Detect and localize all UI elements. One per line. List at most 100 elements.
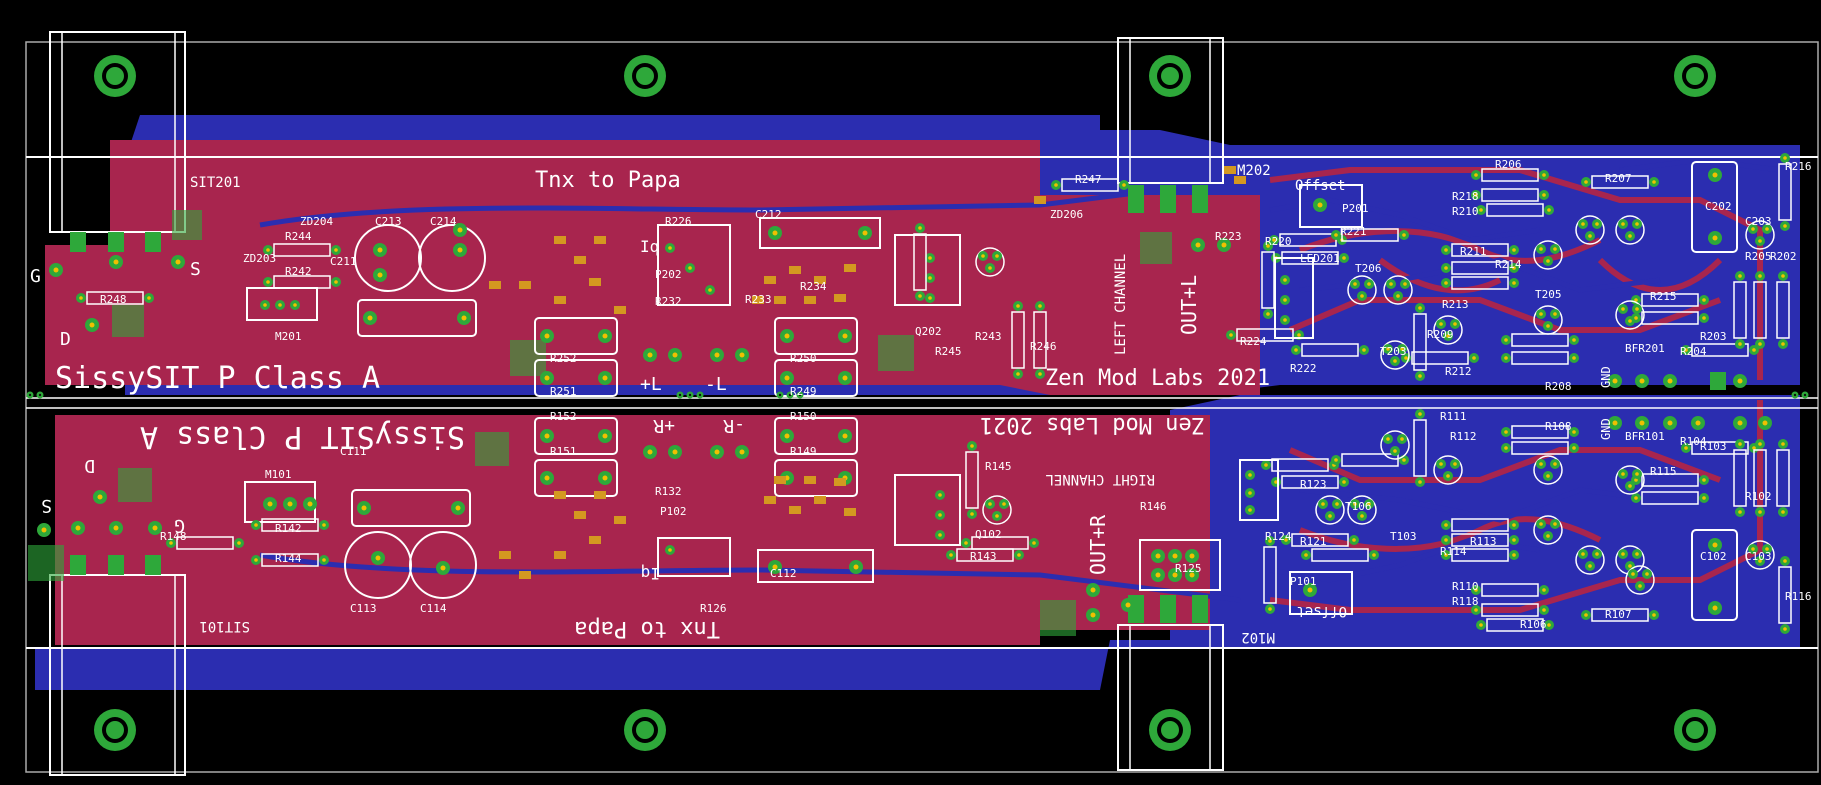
- ref-r248: R248: [100, 293, 127, 306]
- ref-r145: R145: [985, 460, 1012, 473]
- ref-r104: R104: [1680, 435, 1707, 448]
- d-bottom-label: D: [84, 455, 95, 476]
- mosfet-label-bottom: M102: [1241, 629, 1275, 645]
- plus-r-label: +R: [653, 415, 675, 436]
- ref-r218: R218: [1452, 190, 1479, 203]
- ref-t206: T206: [1355, 262, 1382, 275]
- ref-r126: R126: [700, 602, 727, 615]
- ref-r144: R144: [275, 552, 302, 565]
- out-right-label: OUT+R: [1086, 514, 1110, 575]
- ref-r222: R222: [1290, 362, 1317, 375]
- ref-r205: R205: [1745, 250, 1772, 263]
- s-top-label: S: [190, 259, 201, 280]
- ref-c203: C203: [1745, 215, 1772, 228]
- ref-q202: Q202: [915, 325, 942, 338]
- ref-r252: R252: [550, 352, 577, 365]
- ref-r202: R202: [1770, 250, 1797, 263]
- ref-m101: M101: [265, 468, 292, 481]
- ref-r121: R121: [1300, 535, 1327, 548]
- ref-p202: P202: [655, 268, 682, 281]
- thanks-top: Tnx to Papa: [535, 168, 681, 193]
- ref-c103: C103: [1745, 550, 1772, 563]
- top-pads: [49, 185, 1747, 390]
- ref-c113: C113: [350, 602, 377, 615]
- ref-p201: P201: [1342, 202, 1369, 215]
- brand-top: Zen Mod Labs 2021: [1045, 366, 1270, 391]
- ref-c214: C214: [430, 215, 457, 228]
- minus-r-label: -R: [723, 415, 745, 436]
- ref-r114: R114: [1440, 545, 1467, 558]
- ref-r149: R149: [790, 445, 817, 458]
- out-left-label: OUT+L: [1177, 275, 1201, 335]
- ref-r208: R208: [1545, 380, 1572, 393]
- ref-r103: R103: [1700, 440, 1727, 453]
- ref-r125: R125: [1175, 562, 1202, 575]
- ref-r132: R132: [655, 485, 682, 498]
- ref-r151: R151: [550, 445, 577, 458]
- ref-p102: P102: [660, 505, 687, 518]
- title-top: SissySIT P Class A: [55, 361, 380, 396]
- gnd-bottom-label: GND: [1599, 418, 1613, 440]
- ref-r214: R214: [1495, 258, 1522, 271]
- s-bottom-label: S: [41, 495, 52, 516]
- ref-zd204: ZD204: [300, 215, 333, 228]
- bottom-pads: [28, 416, 1772, 636]
- ref-r143: R143: [970, 550, 997, 563]
- ref-r107: R107: [1605, 608, 1632, 621]
- ref-r244: R244: [285, 230, 312, 243]
- ref-bfr101: BFR101: [1625, 430, 1665, 443]
- ref-r123: R123: [1300, 478, 1327, 491]
- ref-r251: R251: [550, 385, 577, 398]
- gnd-top-label: GND: [1599, 366, 1613, 388]
- ref-r234: R234: [800, 280, 827, 293]
- ref-r204: R204: [1680, 345, 1707, 358]
- ref-r223: R223: [1215, 230, 1242, 243]
- bottom-components: [166, 409, 1791, 634]
- ref-r110: R110: [1452, 580, 1479, 593]
- iq-bottom-label: Iq: [641, 564, 660, 583]
- iq-top-label: Iq: [640, 237, 659, 256]
- offset-label-top: Offset: [1295, 178, 1346, 194]
- plus-l-label: +L: [640, 374, 662, 395]
- ref-r211: R211: [1460, 245, 1487, 258]
- ref-r118: R118: [1452, 595, 1479, 608]
- ref-r124: R124: [1265, 530, 1292, 543]
- offset-label-bottom: Offset: [1296, 603, 1347, 619]
- g-top-label: G: [30, 266, 41, 287]
- ref-r207: R207: [1605, 172, 1632, 185]
- title-bottom: SissySIT P Class A: [140, 419, 465, 454]
- ref-r112: R112: [1450, 430, 1477, 443]
- ref-r210: R210: [1452, 205, 1479, 218]
- ref-r115: R115: [1650, 465, 1677, 478]
- ref-r152: R152: [550, 410, 577, 423]
- ref-c112: C112: [770, 567, 797, 580]
- ref-t205: T205: [1535, 288, 1562, 301]
- ref-q102: Q102: [975, 528, 1002, 541]
- ref-r216: R216: [1785, 160, 1812, 173]
- ref-r146: R146: [1140, 500, 1167, 513]
- mosfet-label-top: M202: [1237, 163, 1271, 179]
- ref-r220: R220: [1265, 235, 1292, 248]
- thanks-bottom: Tnx to Papa: [574, 616, 720, 641]
- ref-r250: R250: [790, 352, 817, 365]
- top-channel-copper: [45, 115, 1800, 395]
- ref-r243: R243: [975, 330, 1002, 343]
- ref-bfr201: BFR201: [1625, 342, 1665, 355]
- ref-r113: R113: [1470, 535, 1497, 548]
- left-channel-label: LEFT CHANNEL: [1113, 254, 1129, 355]
- g-bottom-label: G: [174, 515, 185, 536]
- ref-t103: T103: [1390, 530, 1417, 543]
- ref-r150: R150: [790, 410, 817, 423]
- ref-r209: R209: [1427, 328, 1454, 341]
- ref-m201: M201: [275, 330, 302, 343]
- ref-r246: R246: [1030, 340, 1057, 353]
- ref-r111: R111: [1440, 410, 1467, 423]
- ref-r249: R249: [790, 385, 817, 398]
- ref-r221: R221: [1340, 225, 1367, 238]
- ref-r245: R245: [935, 345, 962, 358]
- ref-r106: R106: [1520, 618, 1547, 631]
- ref-zd203: ZD203: [243, 252, 276, 265]
